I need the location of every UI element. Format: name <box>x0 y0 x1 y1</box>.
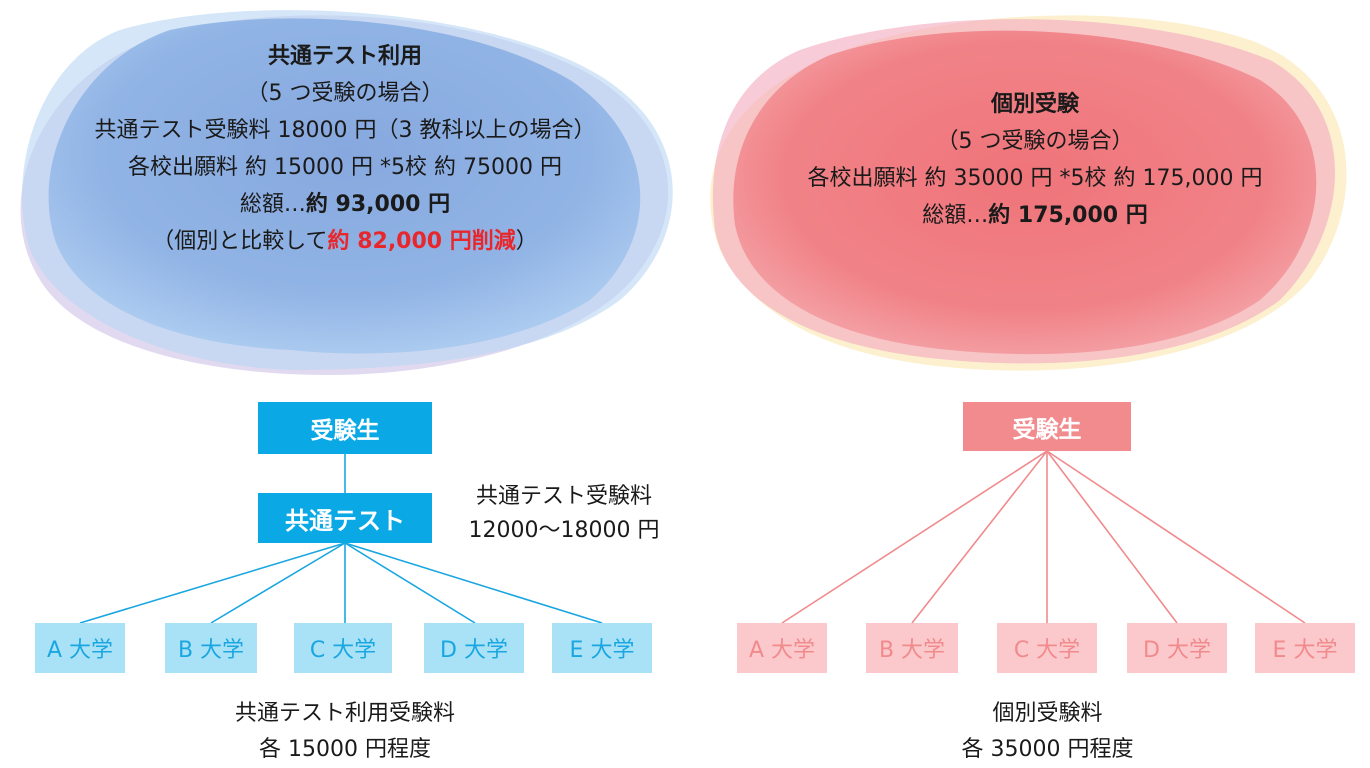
left-cloud-subtitle: （5 つ受験の場合） <box>246 81 444 106</box>
right-university-a: A 大学 <box>737 623 827 673</box>
right-caption: 個別受験料 各 35000 円程度 <box>880 696 1215 768</box>
left-cloud-line1: 共通テスト受験料 18000 円（3 教科以上の場合） <box>94 118 596 143</box>
left-cloud-compare: （個別と比較して約 82,000 円削減） <box>0 223 690 260</box>
left-compare-value: 約 82,000 円削減 <box>327 229 516 254</box>
right-cloud-total: 総額…約 175,000 円 <box>700 197 1370 234</box>
left-university-b: B 大学 <box>165 623 257 673</box>
left-university-e: E 大学 <box>552 623 652 673</box>
left-caption-line1: 共通テスト利用受験料 <box>234 701 455 726</box>
right-university-e: E 大学 <box>1255 623 1355 673</box>
right-caption-line2: 各 35000 円程度 <box>961 737 1134 762</box>
right-cloud-text: 個別受験 （5 つ受験の場合） 各校出願料 約 35000 円 *5校 約 17… <box>700 86 1370 234</box>
right-cloud-subtitle: （5 つ受験の場合） <box>936 129 1134 154</box>
right-university-d: D 大学 <box>1127 623 1227 673</box>
right-caption-line1: 個別受験料 <box>992 701 1103 726</box>
right-cloud-line1: 各校出願料 約 35000 円 *5校 約 175,000 円 <box>807 166 1263 191</box>
left-university-c: C 大学 <box>294 623 392 673</box>
right-university-c: C 大学 <box>997 623 1097 673</box>
right-connectors <box>781 450 1306 624</box>
right-total-prefix: 総額… <box>922 203 989 228</box>
common-test-fee-line2: 12000〜18000 円 <box>468 518 660 543</box>
left-student-box: 受験生 <box>258 402 432 454</box>
left-cloud-line2: 各校出願料 約 15000 円 *5校 約 75000 円 <box>128 155 562 180</box>
left-cloud-title: 共通テスト利用 <box>267 44 422 69</box>
right-student-box: 受験生 <box>963 402 1131 451</box>
common-test-box: 共通テスト <box>258 493 432 543</box>
left-university-a: A 大学 <box>35 623 125 673</box>
right-university-b: B 大学 <box>866 623 958 673</box>
right-cloud-title: 個別受験 <box>990 92 1079 117</box>
right-cloud <box>710 15 1347 371</box>
left-total-prefix: 総額… <box>239 192 306 217</box>
left-cloud-total: 総額…約 93,000 円 <box>0 186 690 223</box>
left-caption-line2: 各 15000 円程度 <box>259 737 431 762</box>
left-compare-suffix: ） <box>515 229 538 254</box>
left-cloud-text: 共通テスト利用 （5 つ受験の場合） 共通テスト受験料 18000 円（3 教科… <box>0 38 690 260</box>
left-cloud <box>20 10 673 376</box>
left-university-d: D 大学 <box>424 623 524 673</box>
left-total-value: 約 93,000 円 <box>305 192 451 217</box>
common-test-fee-line1: 共通テスト受験料 <box>475 484 652 509</box>
left-compare-prefix: （個別と比較して <box>152 229 328 254</box>
left-connectors <box>79 454 603 624</box>
left-caption: 共通テスト利用受験料 各 15000 円程度 <box>180 696 510 768</box>
common-test-fee-label: 共通テスト受験料 12000〜18000 円 <box>438 480 690 548</box>
right-total-value: 約 175,000 円 <box>988 203 1148 228</box>
